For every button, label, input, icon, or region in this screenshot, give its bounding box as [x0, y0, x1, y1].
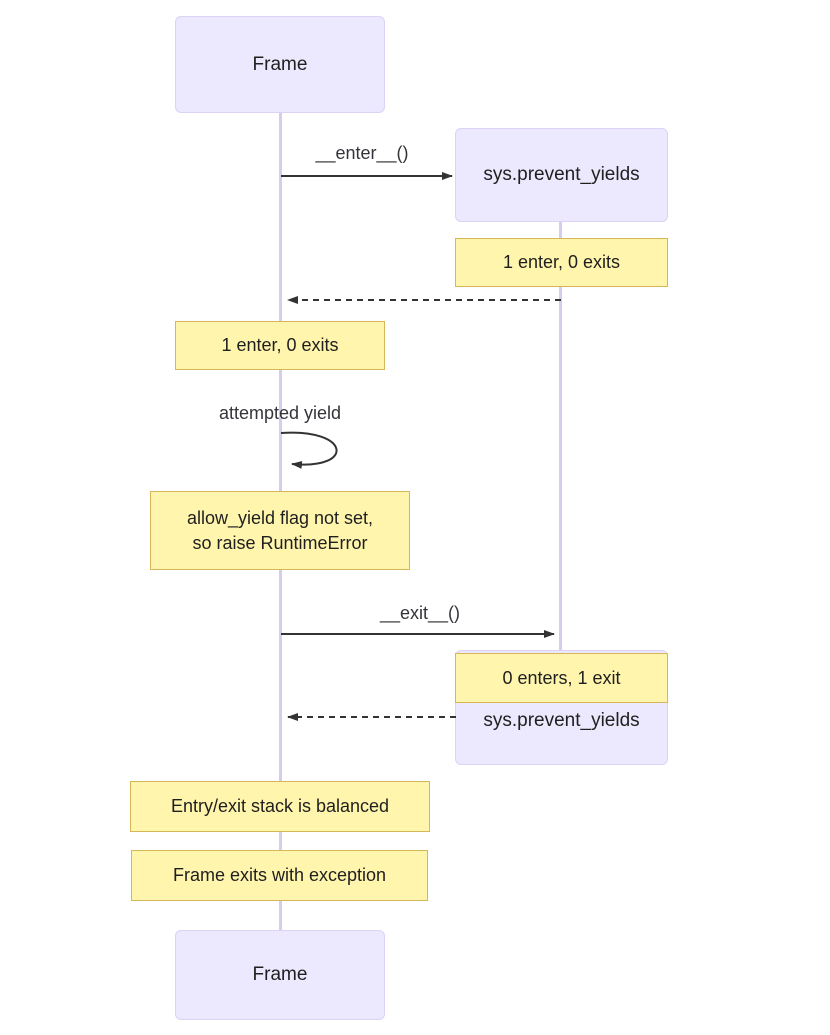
note-frame-3-label: Entry/exit stack is balanced — [170, 796, 390, 817]
participant-sys-top-label: sys.prevent_yields — [483, 164, 640, 185]
message-label-exit: __exit__() — [379, 603, 461, 623]
message-label-self-yield: attempted yield — [218, 403, 342, 423]
note-frame-1: 1 enter, 0 exits — [175, 321, 385, 370]
note-frame-4: Frame exits with exception — [131, 850, 428, 901]
note-frame-1-label: 1 enter, 0 exits — [221, 335, 339, 356]
participant-frame-bottom[interactable]: Frame — [175, 930, 385, 1020]
note-sys-1: 1 enter, 0 exits — [455, 238, 668, 287]
participant-frame-bottom-label: Frame — [252, 964, 308, 985]
message-arrow-self-yield — [280, 431, 338, 469]
participant-frame-top-label: Frame — [252, 53, 308, 75]
message-label-enter: __enter__() — [315, 143, 409, 163]
note-frame-2-label: allow_yield flag not set, so raise Runti… — [186, 508, 374, 553]
note-sys-2-label: 0 enters, 1 exit — [502, 667, 621, 688]
participant-sys-bottom-label: sys.prevent_yields — [483, 710, 640, 731]
participant-sys-top[interactable]: sys.prevent_yields — [455, 128, 668, 222]
note-sys-1-label: 1 enter, 0 exits — [502, 252, 621, 273]
note-sys-2: 0 enters, 1 exit — [455, 653, 668, 703]
participant-frame-top[interactable]: Frame — [175, 16, 385, 113]
note-frame-2: allow_yield flag not set, so raise Runti… — [150, 491, 410, 570]
note-frame-4-label: Frame exits with exception — [172, 865, 387, 886]
note-frame-3: Entry/exit stack is balanced — [130, 781, 430, 832]
lifeline-sys — [559, 222, 562, 650]
